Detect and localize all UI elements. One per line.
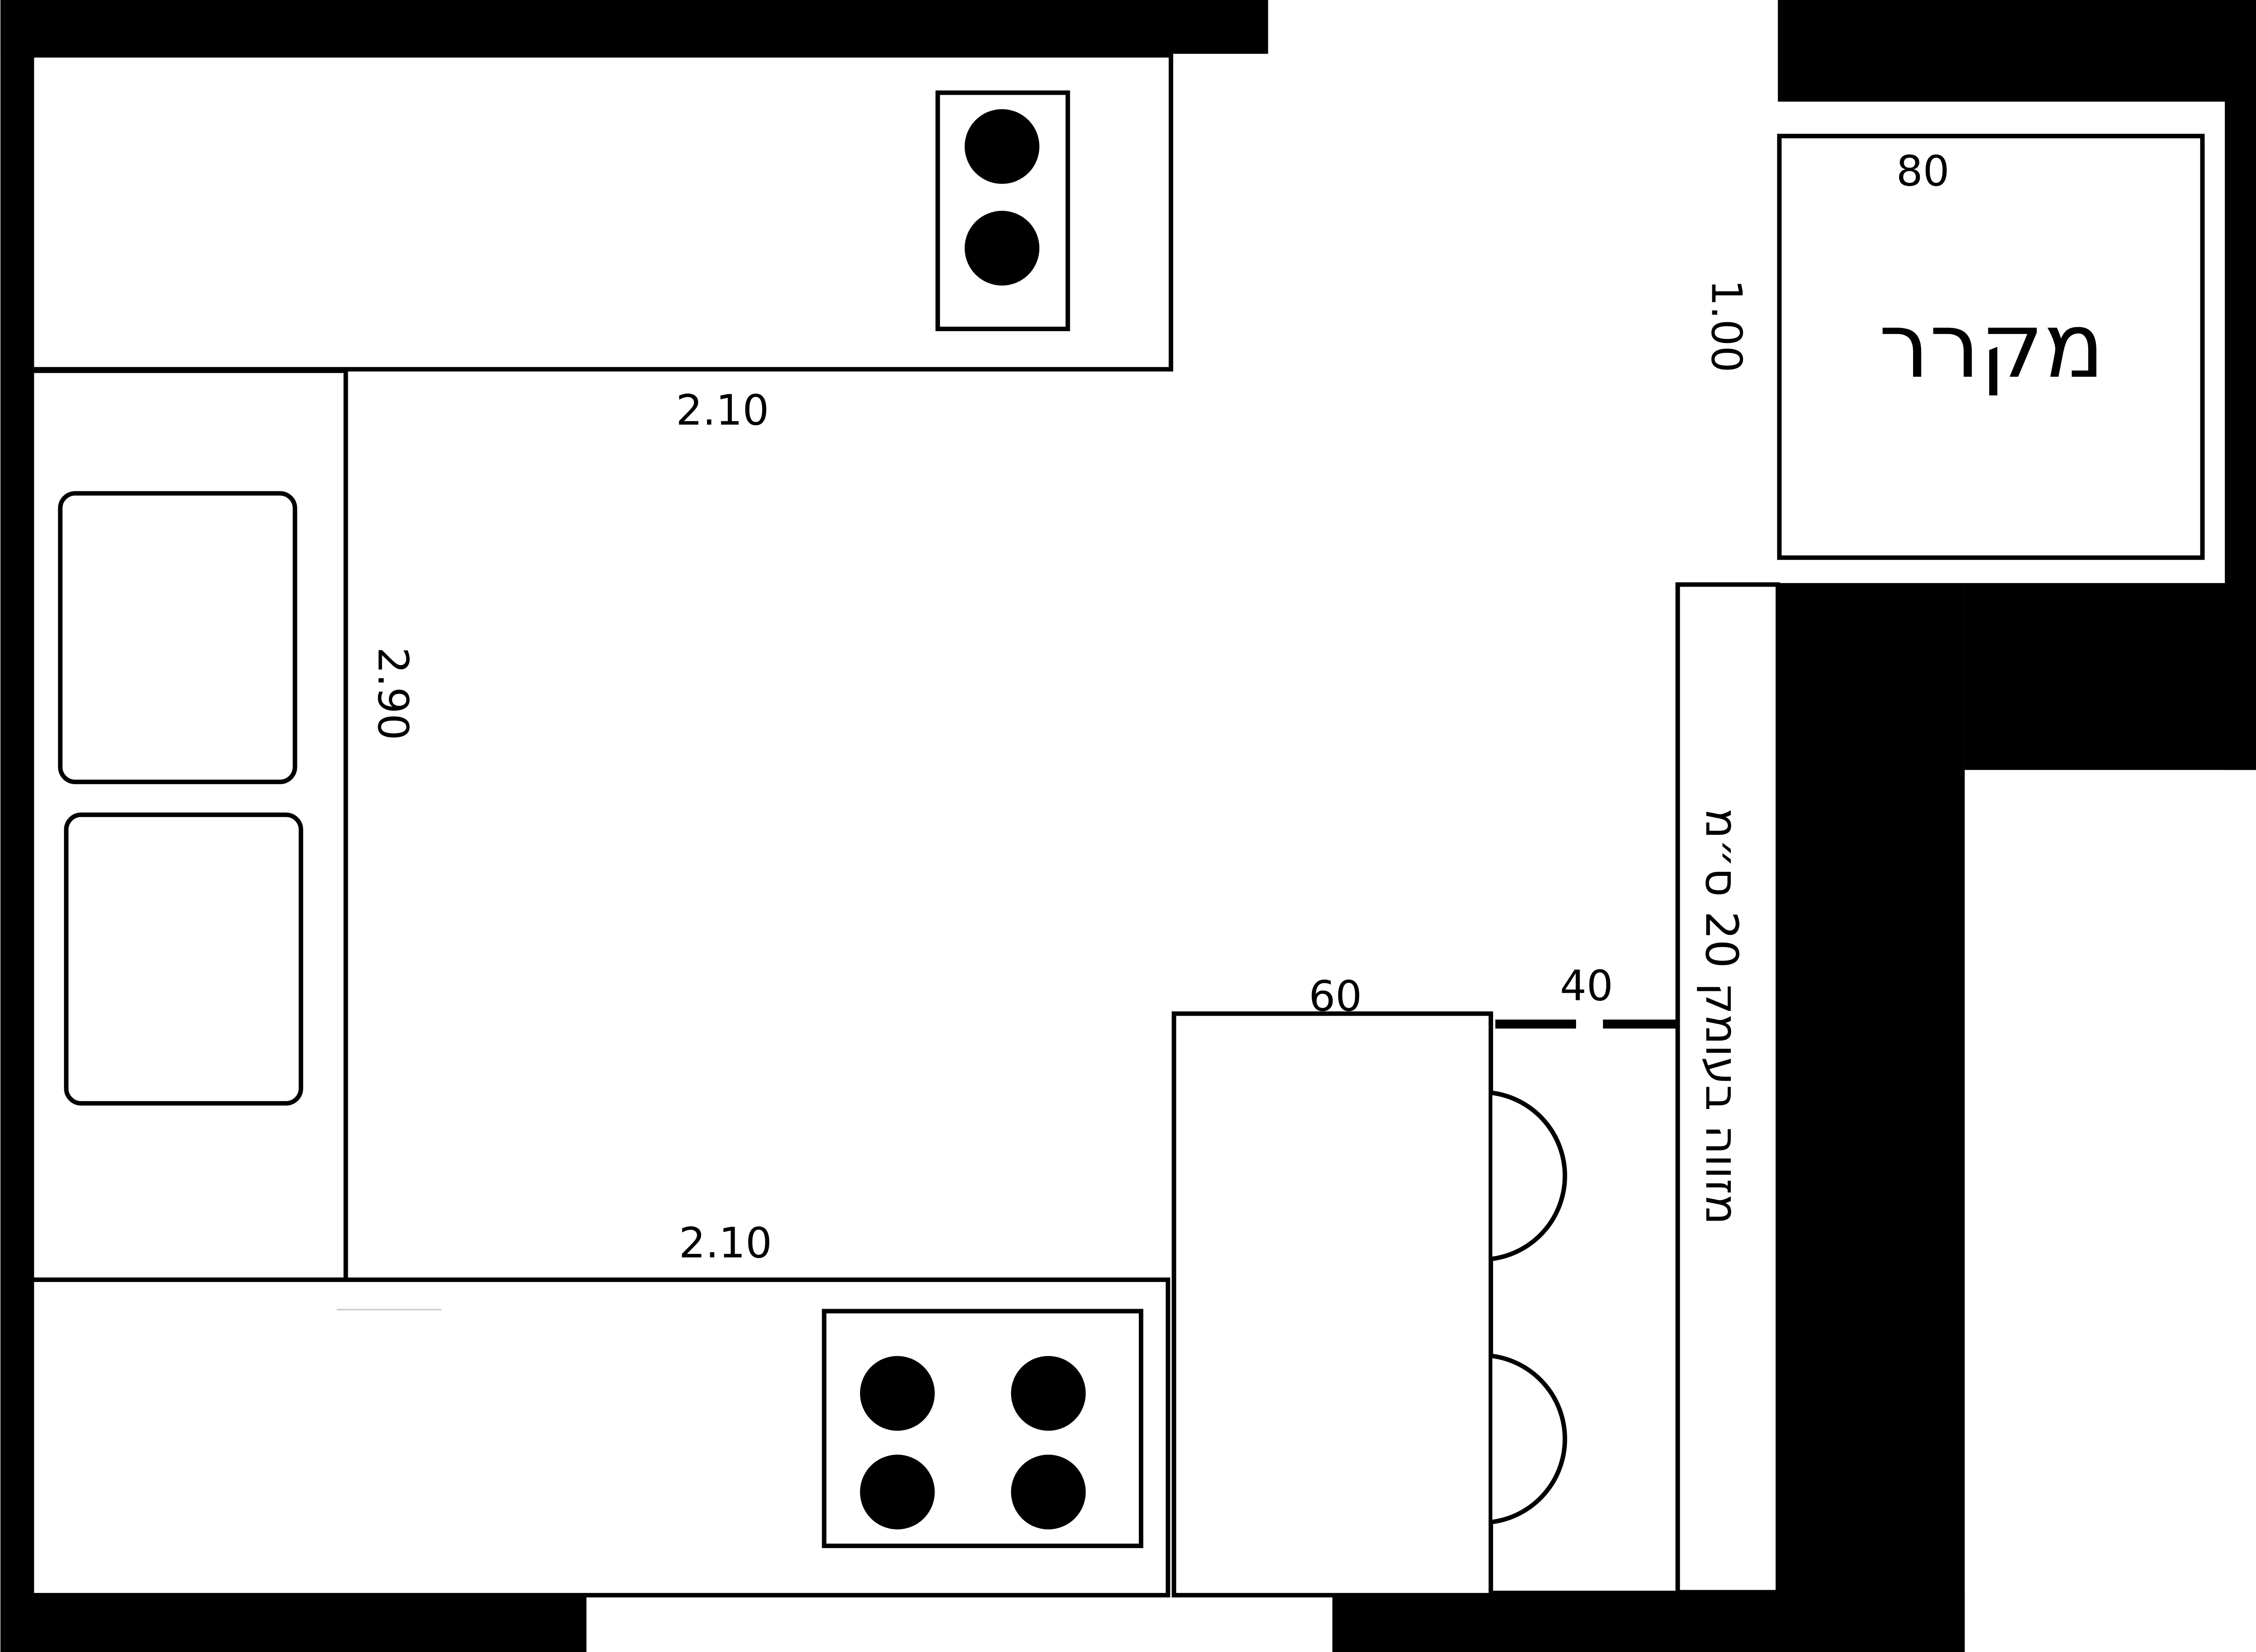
- wall-right-lower: [1778, 583, 1965, 1652]
- top-counter-dimension: 2.10: [676, 386, 769, 435]
- wall-left: [0, 0, 31, 1652]
- left-counter-dimension: 2.90: [369, 647, 417, 740]
- wall-top-right: [1778, 0, 2256, 102]
- island: [1171, 1011, 1493, 1598]
- fridge-label: מקרר: [1879, 293, 2104, 398]
- bar-stool-icon: [1492, 1090, 1567, 1524]
- wall-right-step: [1965, 583, 2256, 770]
- pantry: [1675, 582, 1780, 1595]
- wall-top-left: [0, 0, 1268, 54]
- wall-bottom-right: [1332, 1591, 1965, 1652]
- fridge-width-dimension: 80: [1896, 147, 1950, 195]
- fridge-depth-dimension: 1.00: [1702, 279, 1751, 373]
- wall-bottom-left: [0, 1596, 587, 1652]
- stove-4-burner-icon: [822, 1309, 1143, 1548]
- bottom-counter-dimension: 2.10: [679, 1218, 772, 1267]
- pantry-label: מזווה בעומק 20 ס״מ: [1695, 808, 1747, 1225]
- gap-width-dimension: 40: [1560, 961, 1613, 1010]
- sink-basin-icon: [58, 491, 303, 1106]
- fridge: [1777, 134, 2205, 560]
- island-width-dimension: 60: [1309, 972, 1362, 1021]
- stove-2-burner-icon: [935, 90, 1070, 331]
